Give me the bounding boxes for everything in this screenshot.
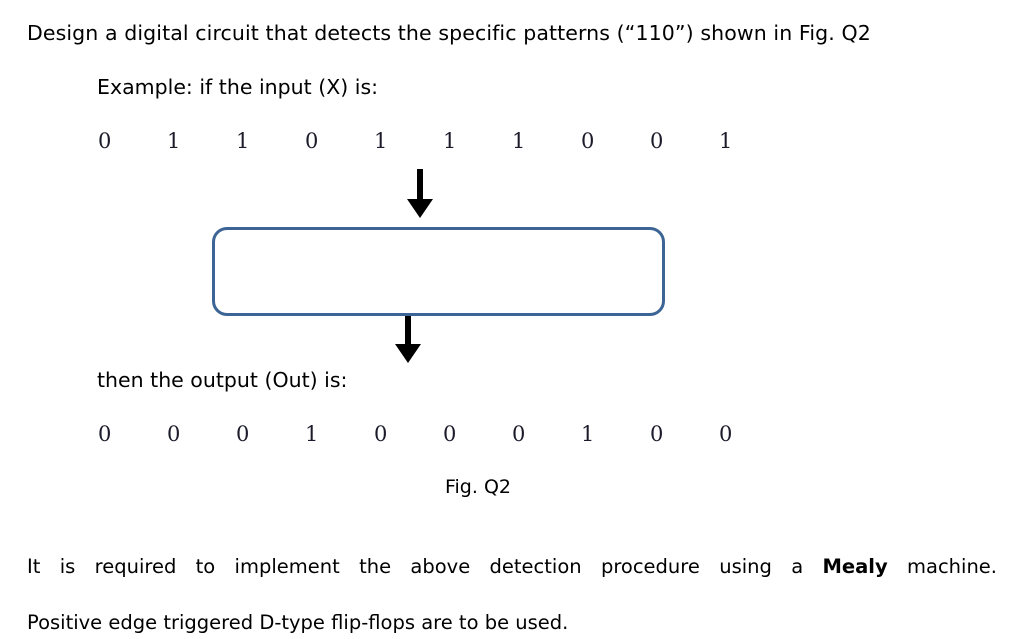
input-bit: 0: [650, 129, 664, 153]
input-bit: 1: [512, 129, 526, 153]
input-sequence-row: 0 1 1 0 1 1 1 0 0 1: [90, 126, 780, 156]
output-bit: 0: [512, 422, 526, 446]
closing-line-1: It is required to implement the above de…: [27, 553, 997, 609]
input-bit: 1: [167, 129, 181, 153]
output-bit: 1: [305, 422, 319, 446]
output-bit: 0: [719, 422, 733, 446]
input-bit: 1: [443, 129, 457, 153]
output-bit: 1: [581, 422, 595, 446]
circuit-block-box: [212, 227, 665, 316]
input-bit: 0: [305, 129, 319, 153]
closing-line-2: Positive edge triggered D-type flip-flop…: [27, 611, 569, 634]
input-bit: 0: [98, 129, 112, 153]
output-sequence-row: 0 0 0 1 0 0 0 1 0 0: [90, 419, 780, 449]
output-bit: 0: [374, 422, 388, 446]
output-bit: 0: [650, 422, 664, 446]
input-bit: 0: [581, 129, 595, 153]
closing-text-a: It is required to implement the above de…: [27, 555, 823, 578]
input-bit: 1: [719, 129, 733, 153]
input-bit: 1: [236, 129, 250, 153]
question-prompt: Design a digital circuit that detects th…: [27, 21, 871, 45]
output-bit: 0: [236, 422, 250, 446]
closing-paragraph: It is required to implement the above de…: [27, 553, 997, 637]
output-sequence-label: then the output (Out) is:: [97, 368, 348, 392]
closing-text-b: machine.: [887, 555, 997, 578]
mealy-keyword: Mealy: [822, 555, 888, 578]
arrow-down-icon: [404, 169, 436, 223]
output-bit: 0: [443, 422, 457, 446]
output-bit: 0: [98, 422, 112, 446]
output-bit: 0: [167, 422, 181, 446]
example-input-label: Example: if the input (X) is:: [97, 75, 379, 99]
figure-caption: Fig. Q2: [444, 476, 511, 498]
arrow-down-icon: [392, 316, 424, 368]
input-bit: 1: [374, 129, 388, 153]
